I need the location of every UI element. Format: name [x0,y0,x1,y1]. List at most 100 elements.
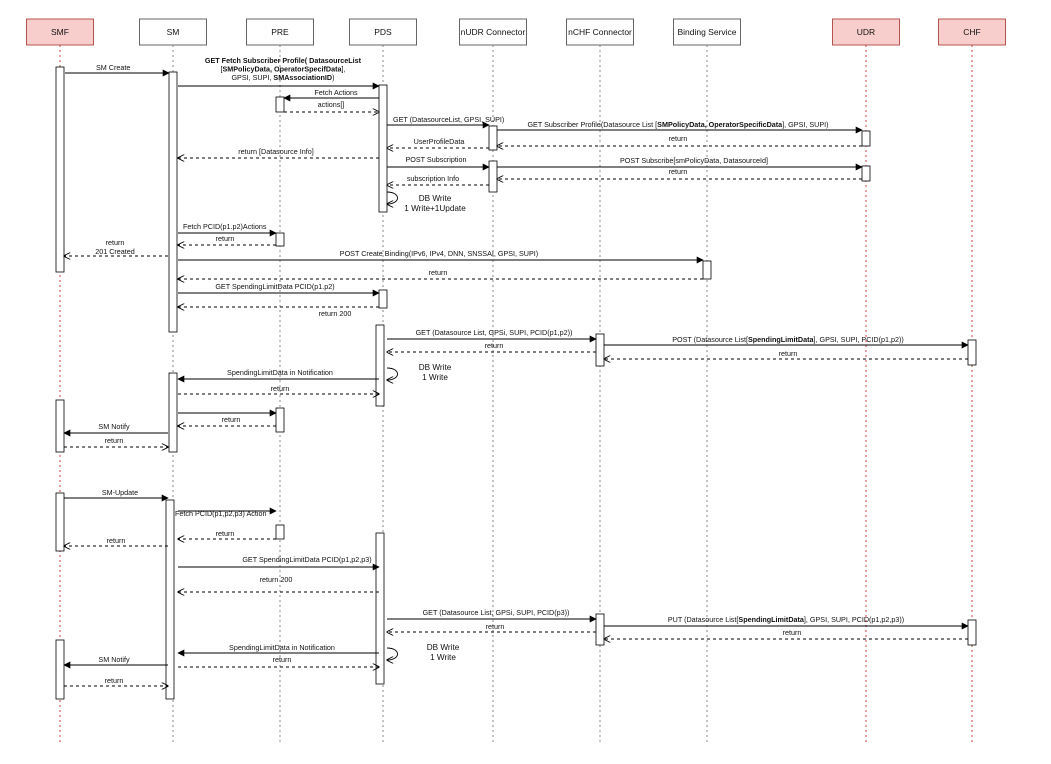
participant-box [938,18,1006,46]
message-request: Fetch PCID(p1,p2,p3) Action [175,507,277,518]
message-request: POST Subscription [387,155,490,171]
message-label: GET SpendingLimitData PCID(p1,p2,p3) [242,555,371,564]
message-request: POST (Datasource List[SpendingLimitData]… [604,335,969,349]
participant-box [673,18,741,46]
message-request: GET Subscriber Profile(Datasource List [… [497,120,863,134]
participant-label: nUDR Connector [461,27,526,37]
activation-bars [55,66,977,700]
message-return: return [387,622,596,632]
message-return: return 200 [178,307,379,318]
message-label: Fetch PCID(p1.p2)Actions [183,222,267,231]
message-label: return [273,655,292,664]
message-return: return [64,436,168,447]
participant-box [459,18,527,46]
message-return: UserProfileData [387,137,489,148]
message-label: return [783,628,802,637]
activation-bar [967,339,977,366]
message-request: Fetch PCID(p1.p2)Actions [178,222,277,237]
participant-label: UDR [857,27,875,37]
message-label: GET SpendingLimitData PCID(p1.p2) [215,282,334,291]
self-call-arrow [387,647,398,660]
message-label: SM-Update [102,488,138,497]
message-label: Fetch PCID(p1,p2,p3) Action [175,509,267,518]
message-return: return 200 [178,575,379,592]
message-label: UserProfileData [414,137,465,146]
participant-label: PDS [374,27,392,37]
message-request: SM Notify [63,655,168,669]
activation-bar [55,639,65,700]
message-request: GET Fetch Subscriber Profile( Datasource… [178,56,380,90]
participant-headers: SMF SM PRE PDS nUDR Connector nCHF Connector B… [26,18,1006,46]
message-label: subscription Info [407,174,459,183]
message-return: return [64,536,168,546]
participant-smf: SMF [26,18,94,46]
activation-bar [55,492,65,552]
message-return: return [497,167,862,179]
activation-bar [595,333,605,367]
message-label: return [105,676,124,685]
message-return: return [178,234,276,245]
activation-bar [378,289,388,309]
message-request: SpendingLimitData in Notification [177,643,379,657]
message-request: POST Create Binding(IPv6, IPv4, DNN, SNS… [178,249,704,264]
activation-bar [168,372,178,453]
participant-nchf: nCHF Connector [566,18,634,46]
participant-box [832,18,900,46]
participant-label: SM [167,27,180,37]
message-label: GET Subscriber Profile(Datasource List [… [527,120,828,129]
participant-label: Binding Service [677,27,736,37]
message-label: return [429,268,448,277]
message-label: return [669,167,688,176]
activation-bar [165,499,175,700]
activation-bar [702,260,712,280]
participant-label: CHF [963,27,980,37]
message-label: return [271,384,290,393]
activation-bar [488,160,498,193]
message-label: return 200 [260,575,293,584]
participant-box [349,18,417,46]
activation-bar [861,130,871,147]
participant-bind: Binding Service [673,18,741,46]
message-label: SM Notify [98,655,130,664]
message-label: SpendingLimitData in Notification [229,643,335,652]
activation-bar [275,232,285,247]
message-label: SpendingLimitData in Notification [227,368,333,377]
message-return: return [Datasource Info] [178,147,379,158]
message-label: return [779,349,798,358]
message-label: SM Notify [98,422,130,431]
activation-bar [55,399,65,453]
message-request: GET SpendingLimitData PCID(p1,p2,p3) [178,555,380,571]
activation-bar [488,125,498,151]
activation-bar [275,407,285,433]
activation-bar [275,96,285,113]
message-label: return [107,536,126,545]
participant-chf: CHF [938,18,1006,46]
message-request: GET SpendingLimitData PCID(p1.p2) [178,282,380,297]
message-request: SpendingLimitData in Notification [177,368,379,383]
message-return: return [604,628,968,639]
self-call-arrow [387,191,398,204]
message-return: return [497,134,862,146]
message-request: GET (Datasource List, GPSi, SUPI, PCID(p… [387,608,597,623]
participant-pre: PRE [246,18,314,46]
message-return: return [178,384,379,394]
participant-box [246,18,314,46]
message-label: GPSI, SUPI, SMAssociationID) [231,73,334,82]
message-return: return [178,268,703,279]
message-label: actions[] [318,100,345,109]
activation-bar [595,613,605,646]
participant-nudr: nUDR Connector [459,18,527,46]
activation-bar [275,524,285,540]
message-return: actions[] [284,100,379,112]
participant-udr: UDR [832,18,900,46]
activation-bar [375,532,385,685]
message-label: PUT (Datasource List[SpendingLimitData],… [668,615,904,624]
activation-bar [55,66,65,273]
